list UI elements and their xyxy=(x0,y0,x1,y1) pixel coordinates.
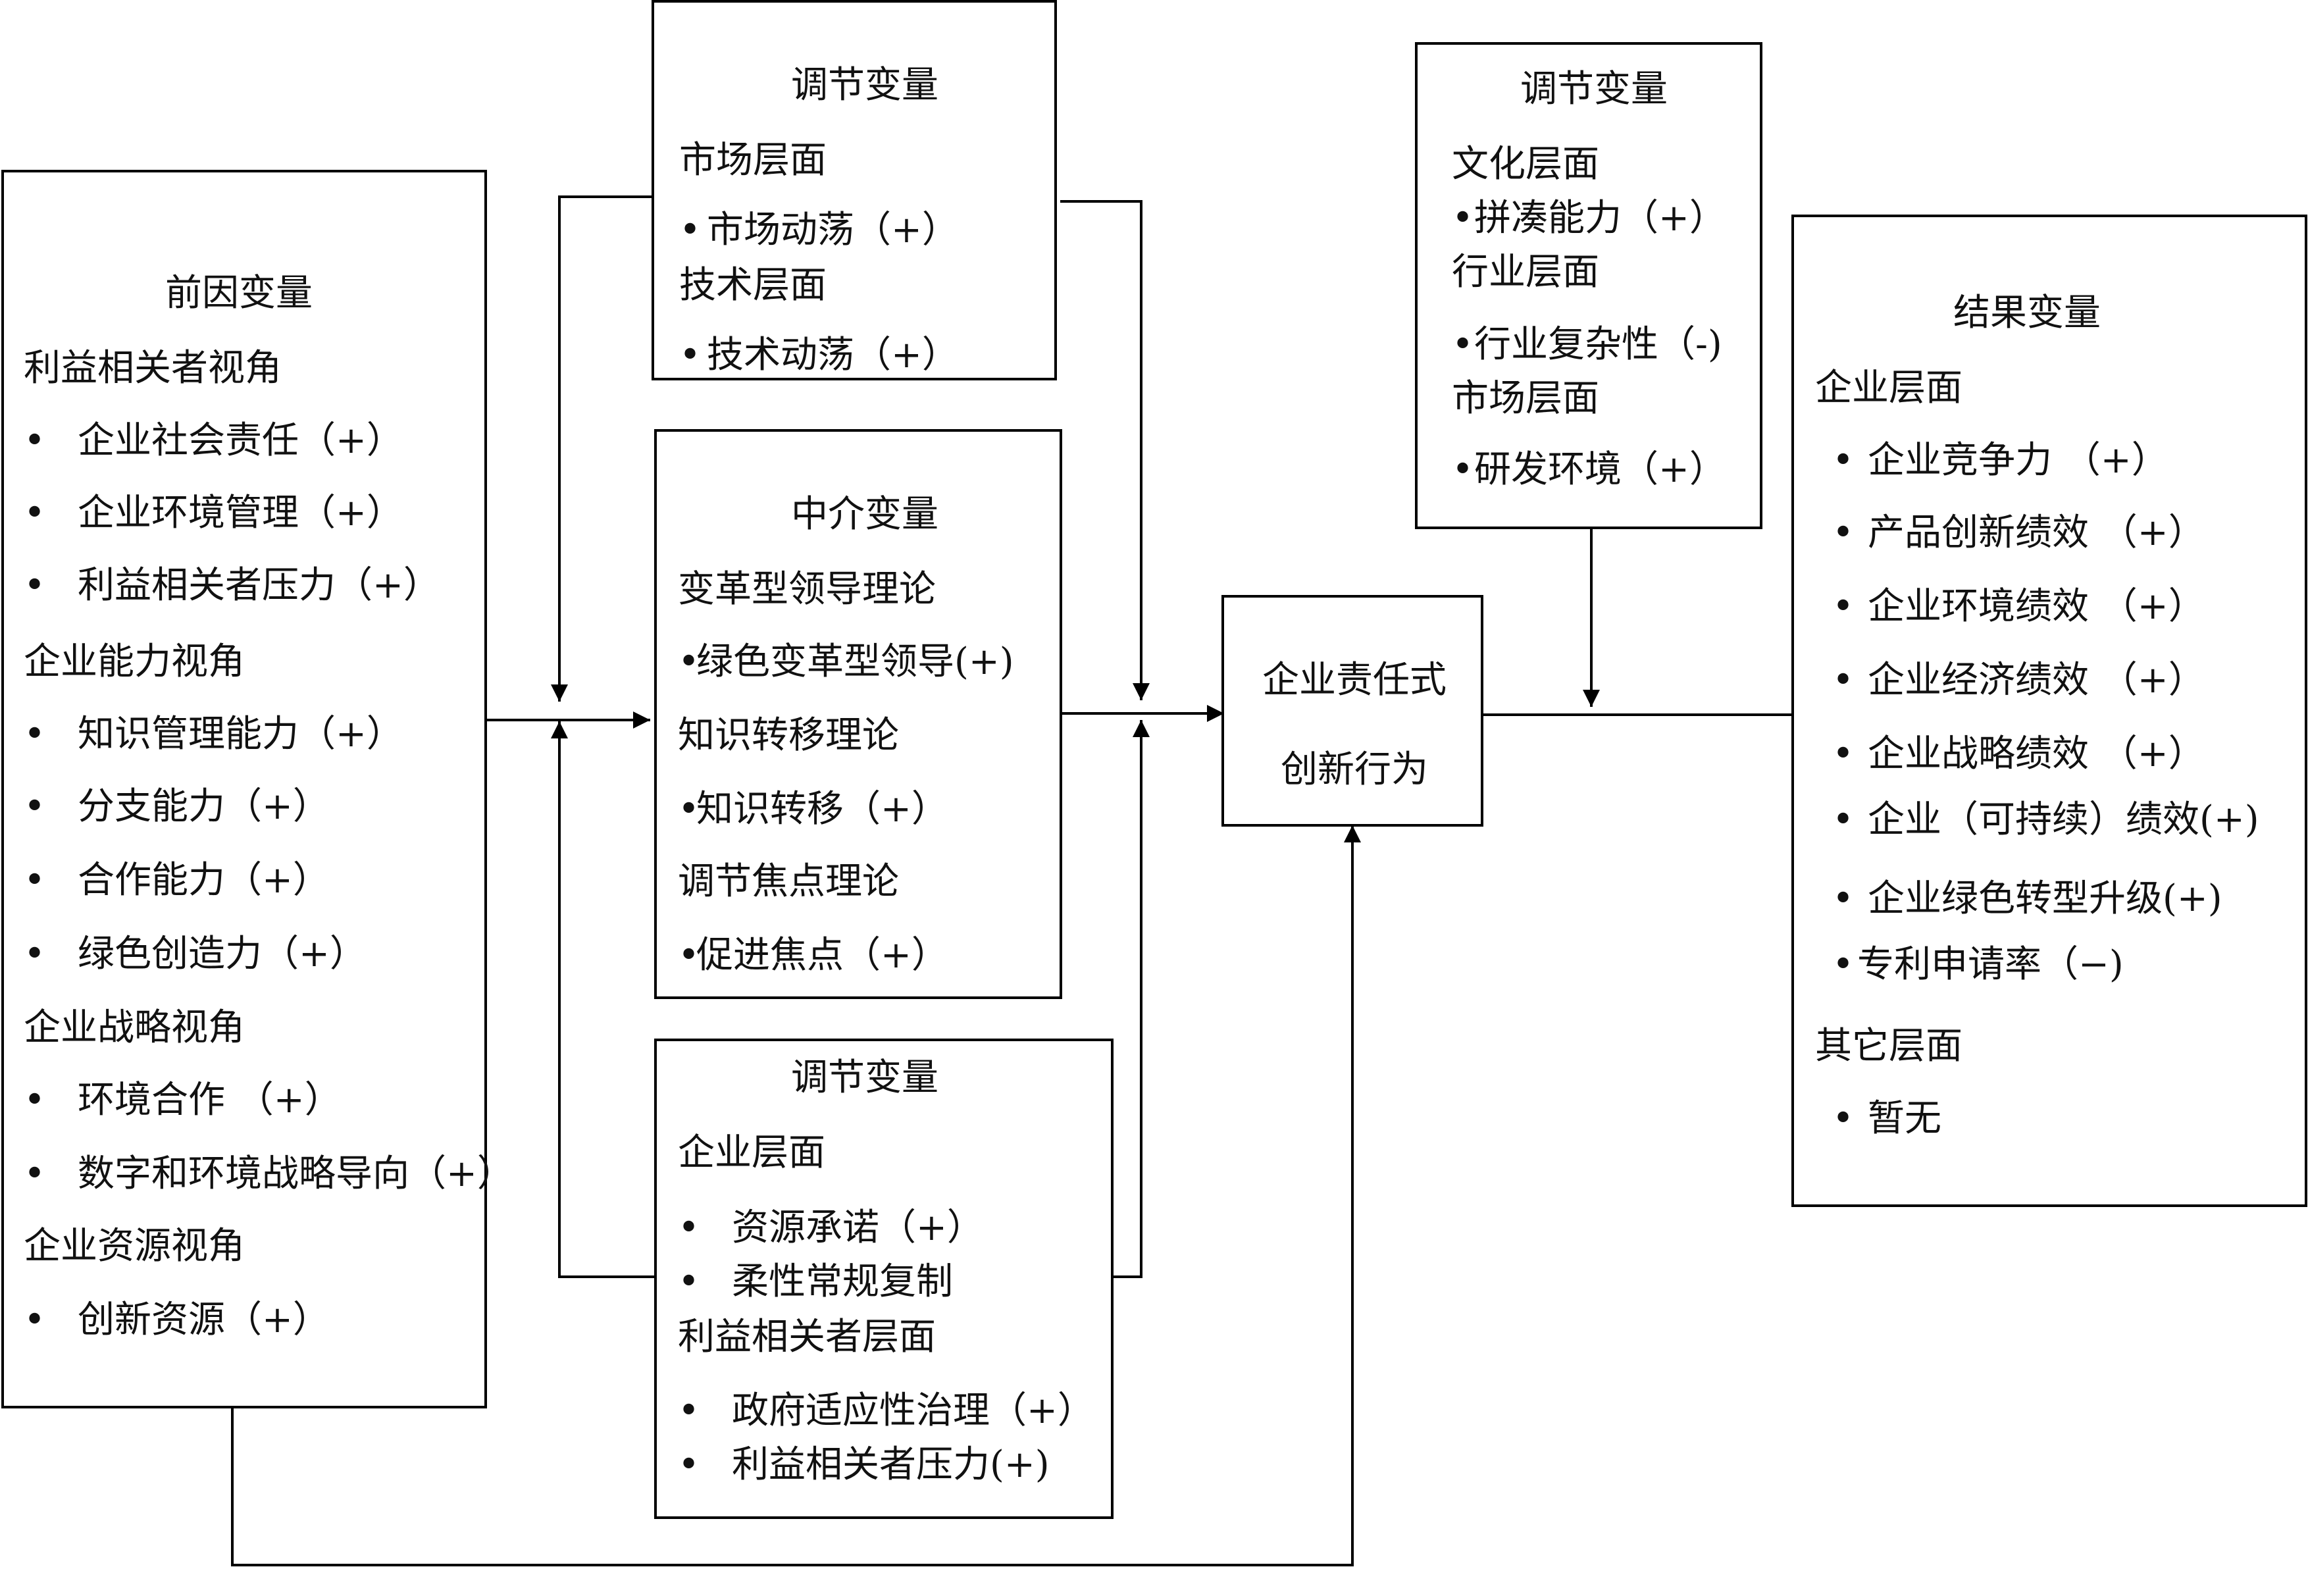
bullet: • xyxy=(679,334,702,376)
arrow-moderator-bottom-left xyxy=(551,721,655,1278)
moderator-top-item: 技术动荡（+） xyxy=(707,334,959,376)
bullet: • xyxy=(1832,659,1855,702)
outcome-item: 企业环境绩效 （+） xyxy=(1868,585,2205,628)
antecedent-group-heading: 企业资源视角 xyxy=(24,1225,245,1268)
bullet: • xyxy=(1452,448,1474,491)
mediator-item: 知识转移（+） xyxy=(696,788,948,831)
moderator-bottom-box: 调节变量 企业层面 • 资源承诺（+） • 柔性常规复制 利益相关者层面 • 政… xyxy=(654,1039,1114,1519)
outcome-box: 结果变量 企业层面 • 企业竞争力 （+） • 产品创新绩效 （+） • 企业环… xyxy=(1791,215,2307,1207)
bullet: • xyxy=(24,492,46,534)
core-line-1: 企业责任式 xyxy=(1262,659,1447,702)
antecedent-item: 创新资源（+） xyxy=(78,1299,330,1341)
bullet: • xyxy=(24,564,46,607)
moderator-bottom-group-heading: 利益相关者层面 xyxy=(678,1316,936,1358)
moderator-right-group-heading: 行业层面 xyxy=(1452,251,1599,294)
outcome-group-heading: 其它层面 xyxy=(1815,1025,1962,1068)
mediator-group-heading: 变革型领导理论 xyxy=(678,568,936,611)
moderator-top-group-heading: 技术层面 xyxy=(679,264,827,307)
antecedent-box: 前因变量 利益相关者视角 • 企业社会责任（+） • 企业环境管理（+） • 利… xyxy=(1,170,514,1408)
bullet: • xyxy=(1832,798,1855,841)
bullet: • xyxy=(1832,439,1855,482)
bullet: • xyxy=(1452,323,1474,366)
bullet: • xyxy=(1452,197,1474,240)
bullet: • xyxy=(1832,511,1855,554)
antecedent-group-heading: 利益相关者视角 xyxy=(24,347,282,390)
moderator-top-box: 调节变量 市场层面 • 市场动荡（+） 技术层面 • 技术动荡（+） xyxy=(652,0,1057,380)
bullet: • xyxy=(24,859,46,902)
core-behavior-box: 企业责任式 创新行为 xyxy=(1221,595,1483,827)
mediator-group-heading: 知识转移理论 xyxy=(678,714,899,757)
antecedent-item: 企业环境管理（+） xyxy=(78,492,403,534)
moderator-right-box: 调节变量 文化层面 • 拼凑能力（+） 行业层面 • 行业复杂性（-) 市场层面… xyxy=(1415,42,1762,529)
moderator-bottom-item: 资源承诺（+） xyxy=(732,1206,984,1249)
outcome-item: 企业战略绩效 （+） xyxy=(1868,733,2205,775)
moderator-bottom-group-heading: 企业层面 xyxy=(678,1131,825,1174)
outcome-item: 企业（可持续）绩效(+) xyxy=(1868,798,2259,841)
bullet: • xyxy=(24,419,46,462)
bullet: • xyxy=(678,1389,700,1432)
bullet: • xyxy=(24,713,46,756)
antecedent-item: 合作能力（+） xyxy=(78,859,330,902)
antecedent-title: 前因变量 xyxy=(165,272,313,315)
bullet: • xyxy=(1832,943,1855,986)
bullet: • xyxy=(678,1260,700,1303)
moderator-right-item: 研发环境（+） xyxy=(1474,448,1726,491)
moderator-bottom-item: 柔性常规复制 xyxy=(732,1260,953,1303)
mediator-item: 绿色变革型领导(+) xyxy=(696,640,1014,683)
bullet: • xyxy=(679,209,702,251)
moderator-top-item: 市场动荡（+） xyxy=(707,209,959,251)
bullet: • xyxy=(1832,877,1855,920)
mediator-group-heading: 调节焦点理论 xyxy=(678,860,899,903)
bullet: • xyxy=(678,934,700,977)
bullet: • xyxy=(1832,1097,1855,1140)
bullet: • xyxy=(24,1079,46,1121)
outcome-item: 专利申请率（−) xyxy=(1857,943,2124,986)
antecedent-item: 环境合作 （+） xyxy=(78,1079,342,1121)
antecedent-group-heading: 企业能力视角 xyxy=(24,640,245,683)
outcome-title: 结果变量 xyxy=(1953,292,2101,334)
moderator-top-title: 调节变量 xyxy=(791,64,938,107)
moderator-bottom-item: 利益相关者压力(+) xyxy=(732,1443,1050,1486)
moderator-bottom-title: 调节变量 xyxy=(791,1056,938,1099)
moderator-right-group-heading: 文化层面 xyxy=(1452,143,1599,186)
outcome-group-heading: 企业层面 xyxy=(1815,367,1962,409)
moderator-right-item: 行业复杂性（-) xyxy=(1474,323,1722,366)
bullet: • xyxy=(24,1299,46,1341)
moderator-right-group-heading: 市场层面 xyxy=(1452,377,1599,420)
bullet: • xyxy=(678,1443,700,1486)
moderator-top-group-heading: 市场层面 xyxy=(679,139,827,182)
antecedent-item: 数字和环境战略导向（+） xyxy=(78,1152,514,1195)
antecedent-item: 利益相关者压力（+） xyxy=(78,564,440,607)
antecedent-item: 知识管理能力（+） xyxy=(78,713,403,756)
outcome-item: 暂无 xyxy=(1868,1097,1941,1140)
outcome-item: 企业绿色转型升级(+) xyxy=(1868,877,2222,920)
bullet: • xyxy=(678,788,700,831)
mediator-box: 中介变量 变革型领导理论 • 绿色变革型领导(+) 知识转移理论 • 知识转移（… xyxy=(654,429,1062,999)
outcome-item: 企业经济绩效 （+） xyxy=(1868,659,2205,702)
core-line-2: 创新行为 xyxy=(1281,748,1428,791)
moderator-bottom-item: 政府适应性治理（+） xyxy=(732,1389,1094,1432)
bullet: • xyxy=(678,1206,700,1249)
bullet: • xyxy=(24,1152,46,1195)
bullet: • xyxy=(1832,733,1855,775)
outcome-item: 产品创新绩效 （+） xyxy=(1868,511,2205,554)
arrow-moderator-top-left xyxy=(551,195,653,702)
antecedent-item: 企业社会责任（+） xyxy=(78,419,403,462)
mediator-item: 促进焦点（+） xyxy=(696,934,948,977)
bullet: • xyxy=(1832,585,1855,628)
bullet: • xyxy=(24,785,46,828)
antecedent-item: 绿色创造力（+） xyxy=(78,933,367,975)
moderator-right-item: 拼凑能力（+） xyxy=(1474,197,1726,240)
outcome-item: 企业竞争力 （+） xyxy=(1868,439,2168,482)
antecedent-group-heading: 企业战略视角 xyxy=(24,1006,245,1049)
arrow-antecedent-to-core-loop xyxy=(231,825,1361,1566)
mediator-title: 中介变量 xyxy=(791,493,938,536)
antecedent-item: 分支能力（+） xyxy=(78,785,330,828)
moderator-right-title: 调节变量 xyxy=(1520,68,1668,111)
arrow-moderator-top-right xyxy=(1060,200,1150,700)
bullet: • xyxy=(678,640,700,683)
bullet: • xyxy=(24,933,46,975)
